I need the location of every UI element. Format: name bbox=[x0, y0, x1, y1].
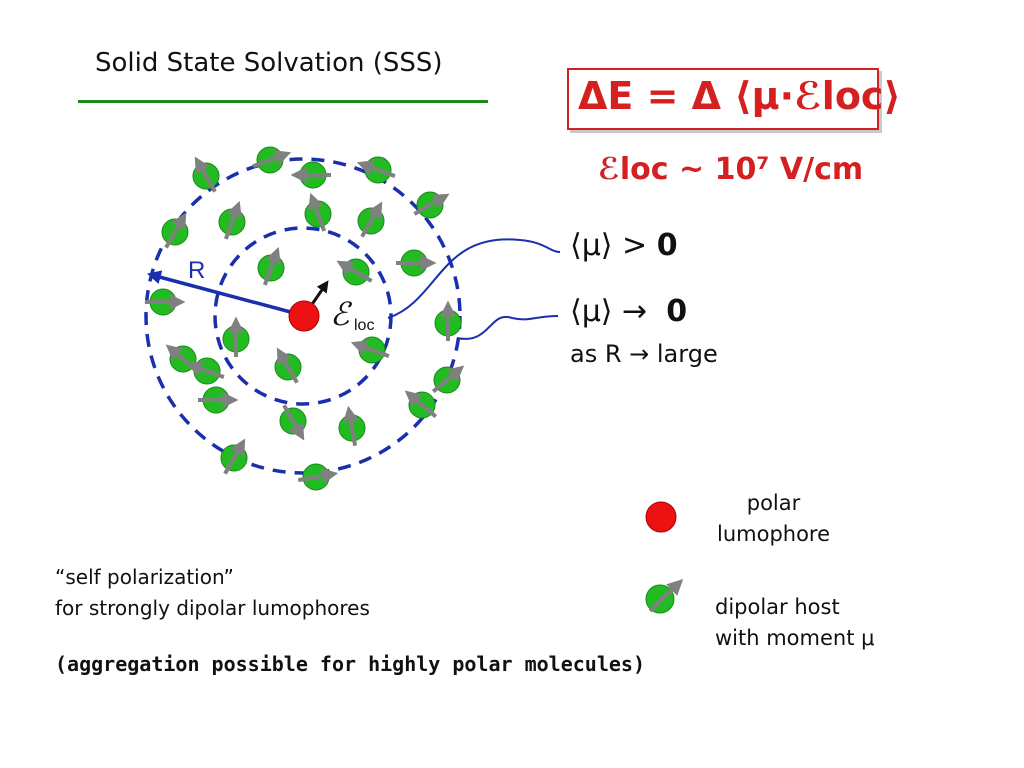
legend-host-label: dipolar host with moment μ bbox=[715, 592, 875, 654]
dipolar-host-molecule bbox=[198, 386, 239, 414]
connector-outer bbox=[456, 315, 559, 340]
local-field-subscript: loc bbox=[354, 317, 374, 334]
legend-lumophore-line2: lumophore bbox=[717, 522, 831, 546]
dipolar-host-molecule bbox=[356, 156, 396, 184]
dipolar-host-molecule bbox=[350, 336, 390, 364]
dipolar-host-molecule bbox=[257, 246, 285, 286]
dipolar-host-molecule bbox=[338, 405, 366, 447]
legend-host-line2: with moment μ bbox=[715, 626, 875, 650]
dipolar-host-molecule bbox=[290, 161, 331, 189]
connector-inner bbox=[387, 238, 561, 319]
legend-lumophore-label: polar lumophore bbox=[717, 488, 830, 550]
dipolar-host-molecule bbox=[252, 146, 292, 174]
dipolar-host-molecule bbox=[218, 200, 246, 240]
self-polarization-note: “self polarization” for strongly dipolar… bbox=[55, 562, 370, 624]
legend-lumophore-line1: polar bbox=[746, 491, 801, 515]
dipolar-host-molecule bbox=[434, 300, 462, 341]
mu-condition: as R → large bbox=[570, 340, 718, 368]
mu-zero-rhs: 0 bbox=[666, 294, 688, 329]
radius-label: R bbox=[188, 257, 205, 284]
dipolar-host-molecule bbox=[161, 212, 189, 249]
mu-positive-rhs: 0 bbox=[656, 228, 678, 263]
dipolar-host-molecule bbox=[222, 316, 250, 357]
legend-host-line1: dipolar host bbox=[715, 595, 840, 619]
dipolar-host-molecule bbox=[274, 347, 302, 384]
dipolar-host-molecule bbox=[220, 438, 248, 475]
dipolar-host-molecule bbox=[404, 390, 438, 419]
dipolar-host-molecule bbox=[185, 357, 225, 385]
local-field-symbol: ℰ bbox=[330, 295, 353, 333]
legend-lumophore-icon bbox=[645, 501, 677, 533]
mu-zero-relation: ⟨μ⟩ → 0 bbox=[570, 294, 687, 329]
page-title: Solid State Solvation (SSS) bbox=[95, 48, 443, 78]
title-underline bbox=[78, 100, 488, 103]
dipolar-host-molecule bbox=[431, 365, 465, 394]
dipolar-host-molecule bbox=[279, 404, 307, 441]
dipolar-host-molecule bbox=[336, 258, 373, 286]
field-magnitude: ℰloc ~ 10⁷ V/cm bbox=[598, 152, 864, 187]
outer-shell bbox=[144, 157, 462, 475]
radius-arrow bbox=[146, 270, 299, 316]
mu-zero-lhs: ⟨μ⟩ → bbox=[570, 294, 648, 329]
dipolar-host-molecule bbox=[357, 201, 385, 238]
formula-box bbox=[567, 68, 879, 130]
aggregation-note: (aggregation possible for highly polar m… bbox=[55, 652, 646, 676]
dipolar-host-molecule bbox=[396, 249, 437, 277]
dipolar-host-molecule bbox=[192, 156, 220, 193]
dipolar-host-molecule bbox=[413, 191, 450, 219]
dipolar-host-molecule bbox=[304, 192, 332, 232]
mu-positive-lhs: ⟨μ⟩ > bbox=[570, 228, 648, 263]
mu-positive-relation: ⟨μ⟩ > 0 bbox=[570, 228, 678, 263]
note-line: for strongly dipolar lumophores bbox=[55, 596, 370, 620]
legend-host-icon bbox=[645, 579, 684, 614]
polar-lumophore-center bbox=[288, 300, 320, 332]
dipolar-host-group bbox=[145, 146, 465, 491]
dipolar-host-molecule bbox=[145, 288, 186, 316]
note-quote: “self polarization” bbox=[55, 565, 234, 589]
dipolar-host-molecule bbox=[165, 344, 199, 373]
dipolar-host-molecule bbox=[297, 463, 339, 491]
energy-formula: ΔE = Δ ⟨μ·ℰloc⟩ bbox=[578, 74, 901, 118]
